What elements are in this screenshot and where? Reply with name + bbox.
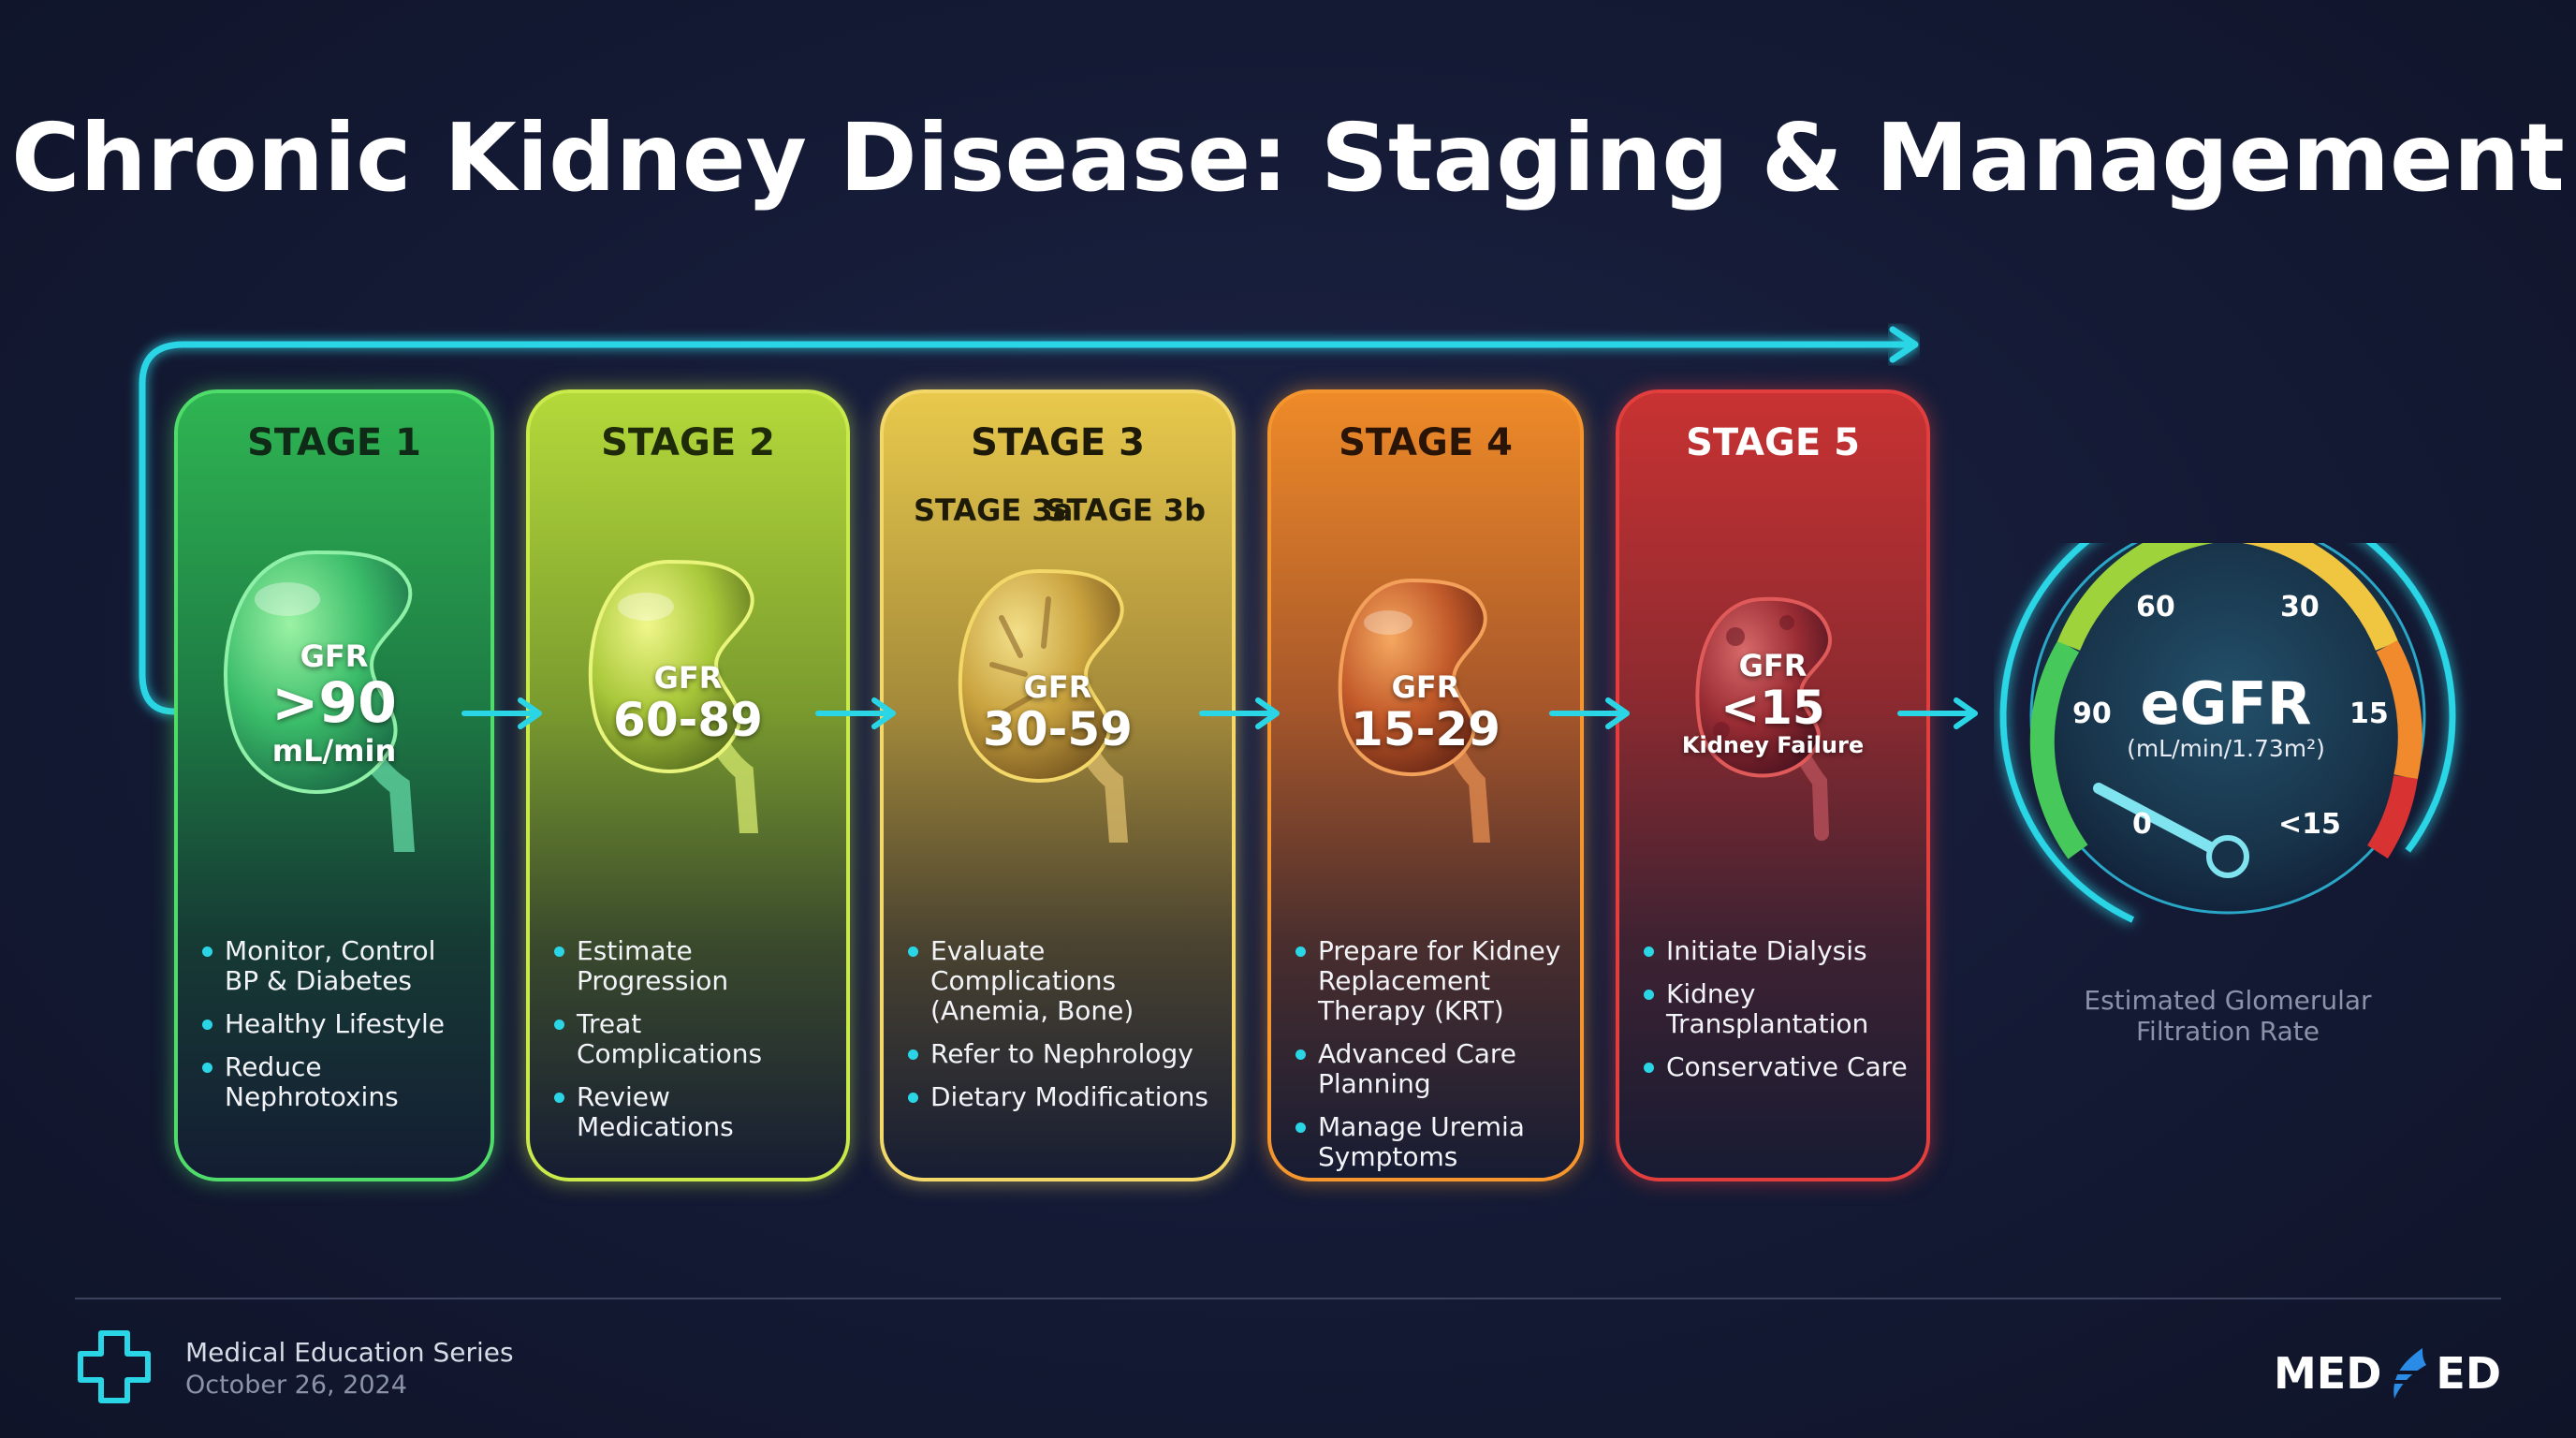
stage-2-card: STAGE 2 GFR 60-89 Estimate Progression T… <box>526 389 850 1181</box>
page-title: Chronic Kidney Disease: Staging & Manage… <box>11 103 2565 213</box>
stage-5-gfr-value: <15 <box>1720 681 1825 735</box>
stage-5-actions: Initiate Dialysis Kidney Transplantation… <box>1640 936 1913 1095</box>
gauge-unit: (mL/min/1.73m²) <box>2127 735 2325 762</box>
stage-3b-label: STAGE 3b <box>1045 492 1206 528</box>
stage-3-title: STAGE 3 <box>971 421 1145 464</box>
medical-cross-icon <box>78 1330 151 1403</box>
logo-text-right: ED <box>2436 1348 2501 1399</box>
list-item: Review Medications <box>550 1082 833 1142</box>
list-item: Evaluate Complications (Anemia, Bone) <box>904 936 1219 1026</box>
list-item: Manage Uremia Symptoms <box>1292 1112 1567 1172</box>
stage-4-gfr-value: 15-29 <box>1351 702 1500 756</box>
gauge-tick-30: 30 <box>2280 591 2320 624</box>
stage-2-gfr: GFR 60-89 <box>530 660 846 745</box>
list-item: Prepare for Kidney Replacement Therapy (… <box>1292 936 1567 1026</box>
list-item: Reduce Nephrotoxins <box>198 1052 477 1112</box>
stage-3-gfr-label: GFR <box>1023 669 1092 705</box>
gauge-tick-15: 15 <box>2349 697 2389 730</box>
stage-3-actions: Evaluate Complications (Anemia, Bone) Re… <box>904 936 1219 1125</box>
list-item: Initiate Dialysis <box>1640 936 1913 966</box>
stage-1-title: STAGE 1 <box>247 421 421 464</box>
gauge-tick-90: 90 <box>2072 697 2112 730</box>
stage-3-gfr-value: 30-59 <box>983 702 1133 756</box>
stage-1-gfr: GFR >90 mL/min <box>178 638 490 769</box>
arrow-right-icon <box>1897 697 1978 729</box>
arrow-right-icon <box>1549 697 1630 729</box>
list-item: Conservative Care <box>1640 1052 1913 1082</box>
stage-2-gfr-value: 60-89 <box>613 693 763 747</box>
stage-1-gfr-value: >90 <box>271 670 397 736</box>
stage-4-gfr-label: GFR <box>1391 669 1460 705</box>
stage-1-gfr-unit: mL/min <box>271 733 397 769</box>
arrow-right-icon <box>1199 697 1280 729</box>
stage-5-card: STAGE 5 GFR <15 Kidney Failure Initiate … <box>1616 389 1930 1181</box>
list-item: Monitor, Control BP & Diabetes <box>198 936 477 996</box>
stage-1-actions: Monitor, Control BP & Diabetes Healthy L… <box>198 936 477 1125</box>
gauge-tick-60: 60 <box>2136 591 2175 624</box>
stage-4-actions: Prepare for Kidney Replacement Therapy (… <box>1292 936 1567 1185</box>
stage-4-gfr: GFR 15-29 <box>1271 669 1580 755</box>
stage-5-gfr-note: Kidney Failure <box>1681 731 1865 758</box>
gauge-caption-line1: Estimated Glomerular <box>2084 985 2372 1016</box>
stage-4-card: STAGE 4 GFR 15-29 Prepare for Kidney Rep… <box>1267 389 1584 1181</box>
logo-mark-icon <box>2391 1348 2427 1399</box>
stage-1-gfr-label: GFR <box>300 638 369 674</box>
stage-4-title: STAGE 4 <box>1339 421 1513 464</box>
progression-arrow <box>139 326 1919 715</box>
footer-series: Medical Education Series <box>185 1337 514 1368</box>
healthy-kidney-icon <box>224 550 415 852</box>
list-item: Treat Complications <box>550 1009 833 1069</box>
kidney-icon <box>958 568 1128 843</box>
stage-3-gfr: GFR 30-59 <box>884 669 1232 755</box>
footer-divider <box>75 1298 2501 1299</box>
gauge-tick-0: 0 <box>2132 808 2152 841</box>
gauge-title: eGFR <box>2140 669 2312 738</box>
list-item: Kidney Transplantation <box>1640 979 1913 1039</box>
kidney-icon <box>588 559 758 833</box>
stage-2-title: STAGE 2 <box>601 421 775 464</box>
list-item: Refer to Nephrology <box>904 1039 1219 1069</box>
stage-2-gfr-label: GFR <box>653 660 723 696</box>
stage-5-title: STAGE 5 <box>1686 421 1860 464</box>
list-item: Advanced Care Planning <box>1292 1039 1567 1099</box>
egfr-gauge <box>1999 543 2456 945</box>
gauge-tick-lt15: <15 <box>2278 808 2341 841</box>
stage-2-actions: Estimate Progression Treat Complications… <box>550 936 833 1155</box>
footer-date: October 26, 2024 <box>185 1371 407 1400</box>
gauge-caption: Estimated Glomerular Filtration Rate <box>2022 985 2434 1047</box>
stage-3a-label: STAGE 3a <box>914 492 1074 528</box>
kidney-icon <box>1338 578 1490 843</box>
list-item: Estimate Progression <box>550 936 833 996</box>
logo-text-left: MED <box>2274 1348 2382 1399</box>
list-item: Dietary Modifications <box>904 1082 1219 1112</box>
arrow-right-icon <box>815 697 896 729</box>
mededucation-logo: MED ED <box>2274 1344 2501 1402</box>
list-item: Healthy Lifestyle <box>198 1009 477 1039</box>
stage-5-gfr: GFR <15 Kidney Failure <box>1619 648 1926 757</box>
failing-kidney-icon <box>1695 596 1833 841</box>
stage-5-gfr-label: GFR <box>1738 648 1808 683</box>
stage-3-card: STAGE 3 STAGE 3a STAGE 3b GFR 30-59 Eval… <box>880 389 1236 1181</box>
stage-1-card: STAGE 1 GFR >90 mL/min Monitor, Control … <box>174 389 494 1181</box>
gauge-caption-line2: Filtration Rate <box>2135 1016 2320 1047</box>
arrow-right-icon <box>461 697 542 729</box>
